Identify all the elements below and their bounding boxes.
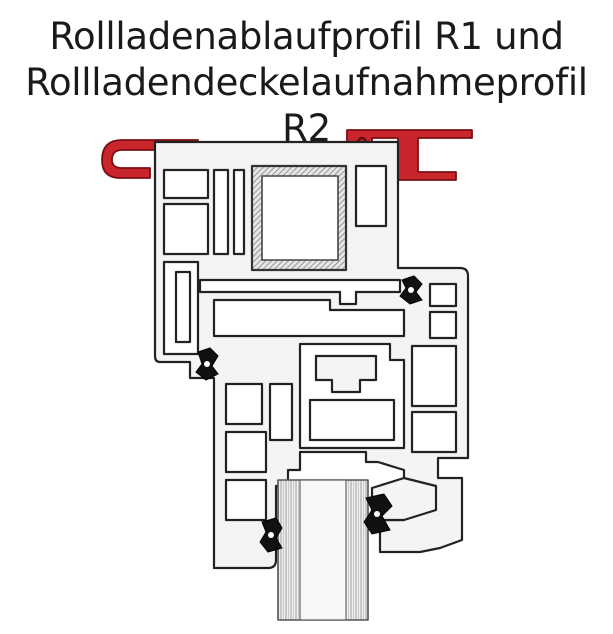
sash-chamber	[308, 398, 396, 442]
chamber	[224, 382, 264, 426]
chamber	[162, 168, 210, 200]
chamber	[224, 478, 268, 522]
chamber	[428, 282, 458, 308]
steel-reinforcement-inner	[261, 175, 339, 261]
chamber	[410, 344, 458, 408]
chamber	[162, 202, 210, 256]
gasket-hole	[374, 511, 380, 517]
glass-spacer	[299, 479, 347, 621]
frame-web-lower	[212, 298, 406, 338]
chamber	[212, 168, 230, 256]
title-line-2: Rollladendeckelaufnahmeprofil R2	[25, 61, 588, 150]
gasket-hole	[408, 287, 414, 293]
diagram-title: Rollladenablaufprofil R1 und Rollladende…	[0, 14, 613, 152]
chamber	[410, 410, 458, 454]
gasket-hole	[268, 532, 274, 538]
frame-web	[198, 278, 402, 306]
chamber	[174, 270, 192, 344]
sash-channel-inner	[314, 354, 378, 394]
title-line-1: Rollladenablaufprofil R1 und	[49, 15, 564, 58]
chamber	[428, 310, 458, 340]
chamber	[354, 164, 388, 228]
gasket-hole	[204, 361, 210, 367]
chamber	[268, 382, 294, 442]
chamber	[224, 430, 268, 474]
chamber	[232, 168, 246, 256]
